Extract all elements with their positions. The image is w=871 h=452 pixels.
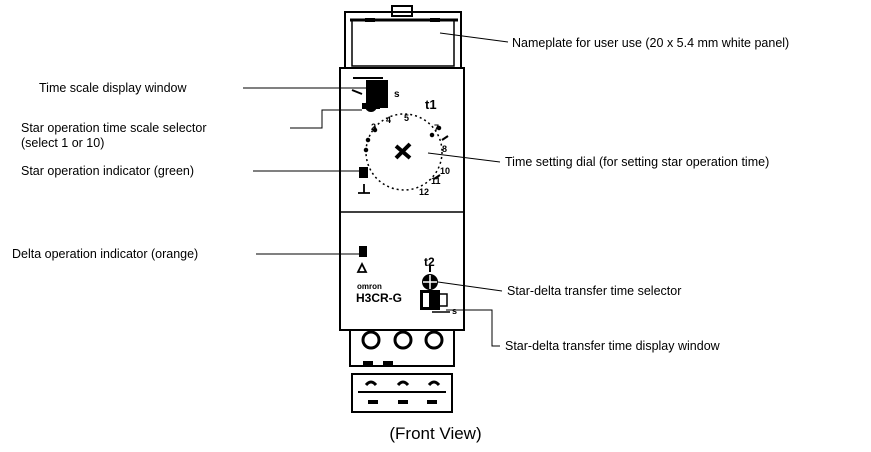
model-number-text: H3CR-G: [356, 291, 402, 305]
transfer-time-selector: [422, 266, 438, 290]
transfer-time-display-window: [420, 290, 450, 313]
label-transfer-window: Star-delta transfer time display window: [505, 339, 720, 353]
time-setting-dial: [363, 113, 449, 191]
scale-s-label: s: [394, 89, 400, 100]
label-delta-indicator: Delta operation indicator (orange): [12, 247, 199, 261]
dial-number-12: 12: [419, 187, 429, 197]
leader-transfer-selector: [437, 281, 503, 292]
dial-t1-label: t1: [425, 97, 437, 112]
terminal-screws: [358, 330, 446, 393]
timer-device: [339, 5, 465, 413]
dial-number-5: 5: [404, 113, 409, 123]
scale-selector-knob: [362, 100, 380, 112]
dial-number-7: 7: [434, 123, 439, 133]
label-time-scale-window: Time scale display window: [39, 81, 187, 95]
leader-scale-selector: [290, 109, 362, 129]
leader-lines: [243, 32, 509, 347]
label-transfer-selector: Star-delta transfer time selector: [507, 284, 682, 298]
delta-operation-indicator: [356, 246, 368, 273]
nameplate-panel: [351, 19, 455, 67]
label-time-dial: Time setting dial (for setting star oper…: [505, 155, 770, 169]
label-nameplate: Nameplate for user use (20 x 5.4 mm whit…: [512, 36, 790, 50]
dial-number-2: 2: [371, 122, 376, 132]
dial-t2-label: t2: [424, 255, 435, 269]
leader-nameplate: [439, 32, 509, 43]
dial-number-10: 10: [440, 166, 450, 176]
leader-time-dial: [427, 152, 501, 163]
terminal-marks: [363, 361, 437, 404]
brand-logo-text: omron: [357, 282, 382, 291]
dial-number-11: 11: [431, 176, 441, 186]
star-operation-indicator: [358, 167, 370, 194]
label-star-indicator: Star operation indicator (green): [21, 164, 195, 178]
dial-number-4: 4: [386, 115, 391, 125]
dial-number-8: 8: [442, 144, 447, 154]
leader-transfer-window: [446, 309, 500, 347]
terminal-block-lower: [351, 373, 453, 413]
figure-caption: (Front View): [389, 424, 482, 443]
label-scale-selector-line1: Star operation time scale selector: [21, 121, 207, 135]
transfer-s-label: s: [452, 306, 457, 316]
label-scale-selector-line2: (select 1 or 10): [21, 136, 105, 150]
